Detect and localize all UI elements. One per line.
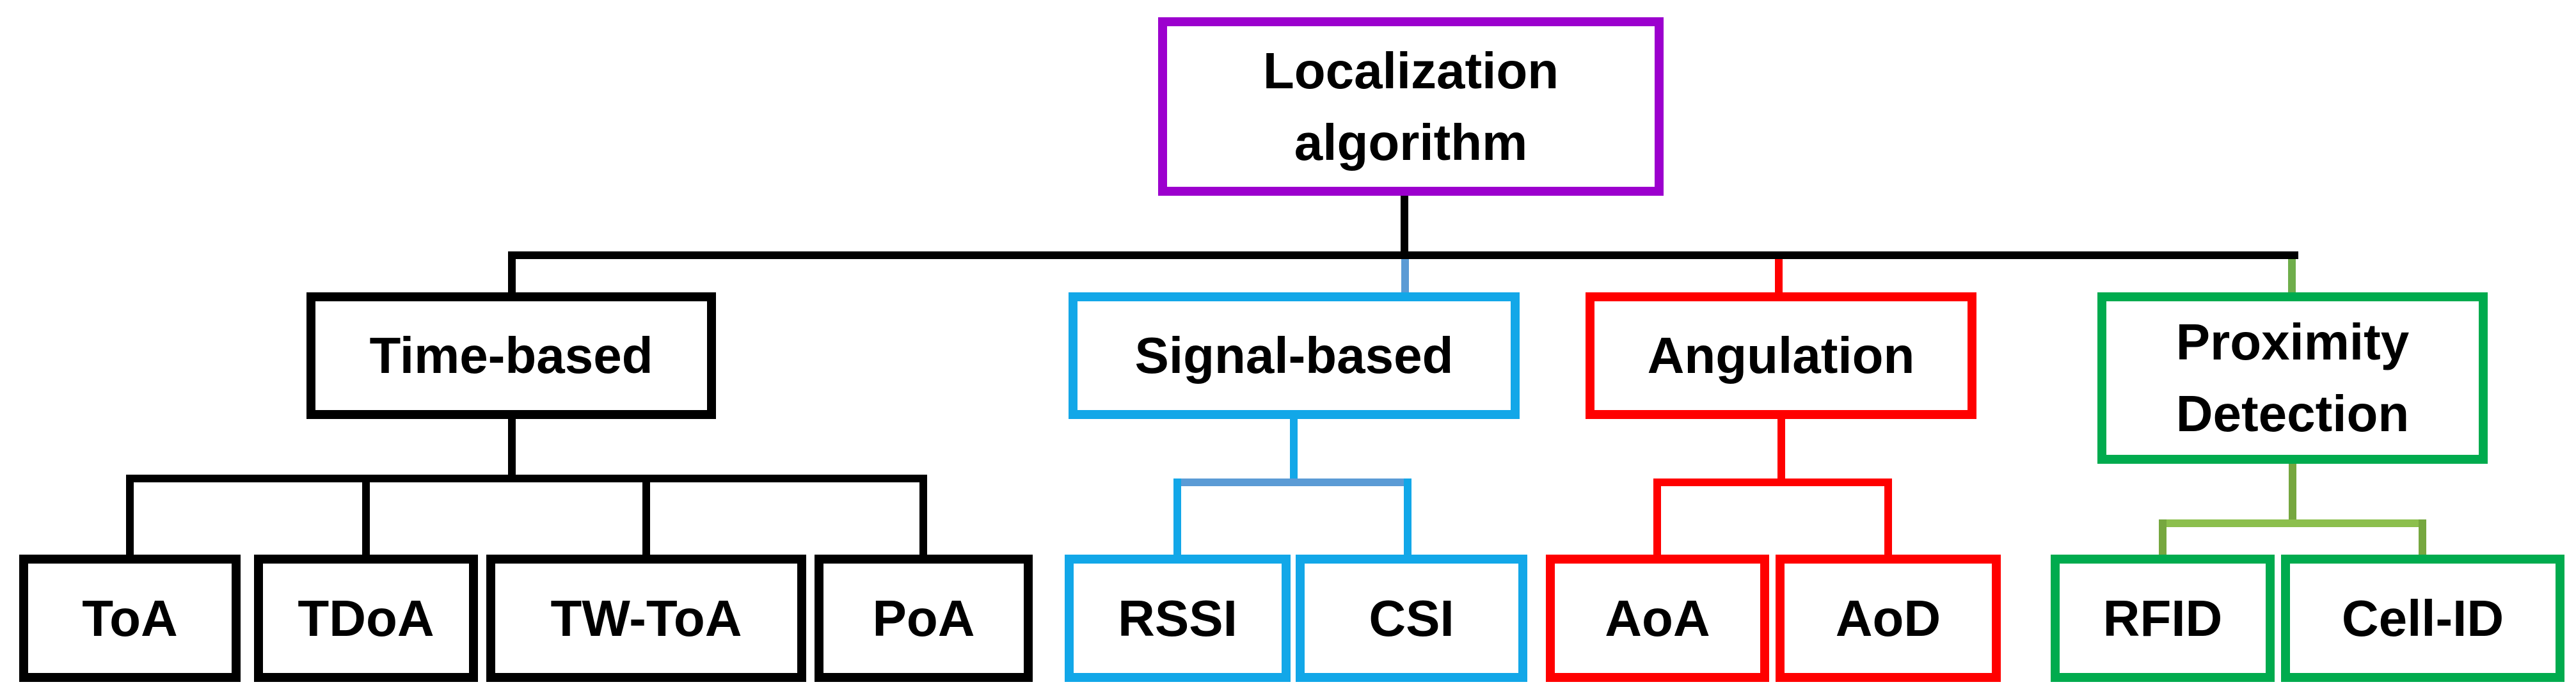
connector-root-drop — [1401, 192, 1408, 253]
node-aod: AoD — [1776, 555, 2001, 682]
connector-time-based-stem — [508, 415, 516, 479]
connector-time-based-bar — [126, 475, 927, 482]
node-label: AoA — [1605, 589, 1710, 647]
node-label-line: Localization — [1262, 42, 1559, 99]
node-label: TW-ToA — [550, 589, 742, 647]
connector-time-based-riser-tw-toa — [642, 475, 650, 559]
connector-time-based-riser-tdoa — [362, 475, 370, 559]
node-rfid: RFID — [2051, 555, 2275, 682]
node-cell-id: Cell-ID — [2281, 555, 2564, 682]
node-angulation: Angulation — [1586, 292, 1976, 419]
node-label: RSSI — [1118, 589, 1237, 647]
connector-proximity-riser-rfid — [2159, 519, 2167, 559]
node-label: Time-based — [369, 327, 653, 384]
connector-angulation-riser-aod — [1884, 478, 1892, 559]
node-label: Signal-based — [1134, 327, 1454, 384]
connector-time-based-riser-poa — [919, 475, 927, 559]
node-rssi: RSSI — [1065, 555, 1291, 682]
connector-main-bar — [508, 251, 2298, 259]
node-csi: CSI — [1296, 555, 1527, 682]
connector-proximity-riser-cell-id — [2419, 519, 2426, 559]
node-label: TDoA — [298, 589, 434, 647]
node-label: AoD — [1835, 589, 1941, 647]
connector-angulation-riser-aoa — [1653, 478, 1661, 559]
node-label-line: Detection — [2175, 385, 2410, 442]
connector-time-based-riser-toa — [126, 475, 134, 559]
node-tw-toa: TW-ToA — [486, 555, 806, 682]
connector-proximity-drop — [2288, 259, 2296, 297]
node-aoa: AoA — [1546, 555, 1769, 682]
node-tdoa: TDoA — [254, 555, 478, 682]
node-poa: PoA — [815, 555, 1033, 682]
node-label: CSI — [1369, 589, 1454, 647]
connector-signal-based-bar — [1173, 478, 1411, 486]
connector-signal-based-stem — [1290, 415, 1298, 482]
node-proximity-detection: Proximity Detection — [2097, 292, 2488, 464]
node-signal-based: Signal-based — [1069, 292, 1520, 419]
connector-angulation-bar — [1653, 478, 1892, 486]
node-localization-algorithm: Localization algorithm — [1158, 17, 1664, 196]
connector-proximity-stem — [2289, 459, 2296, 523]
node-label: ToA — [82, 589, 178, 647]
node-label-line: Proximity — [2175, 313, 2410, 370]
node-label: RFID — [2103, 589, 2223, 647]
connector-time-based-drop — [508, 251, 516, 296]
node-label: Angulation — [1647, 327, 1915, 384]
connector-angulation-stem — [1777, 415, 1785, 482]
node-label-line: algorithm — [1294, 113, 1528, 171]
connector-angulation-drop — [1775, 259, 1783, 296]
node-time-based: Time-based — [306, 292, 716, 419]
node-label: Cell-ID — [2341, 589, 2504, 647]
connector-signal-based-riser-rssi — [1173, 478, 1181, 559]
node-label: PoA — [872, 589, 975, 647]
connector-signal-based-drop — [1401, 259, 1409, 296]
node-toa: ToA — [19, 555, 241, 682]
connector-signal-based-riser-csi — [1404, 478, 1411, 559]
connector-proximity-bar — [2159, 519, 2426, 527]
